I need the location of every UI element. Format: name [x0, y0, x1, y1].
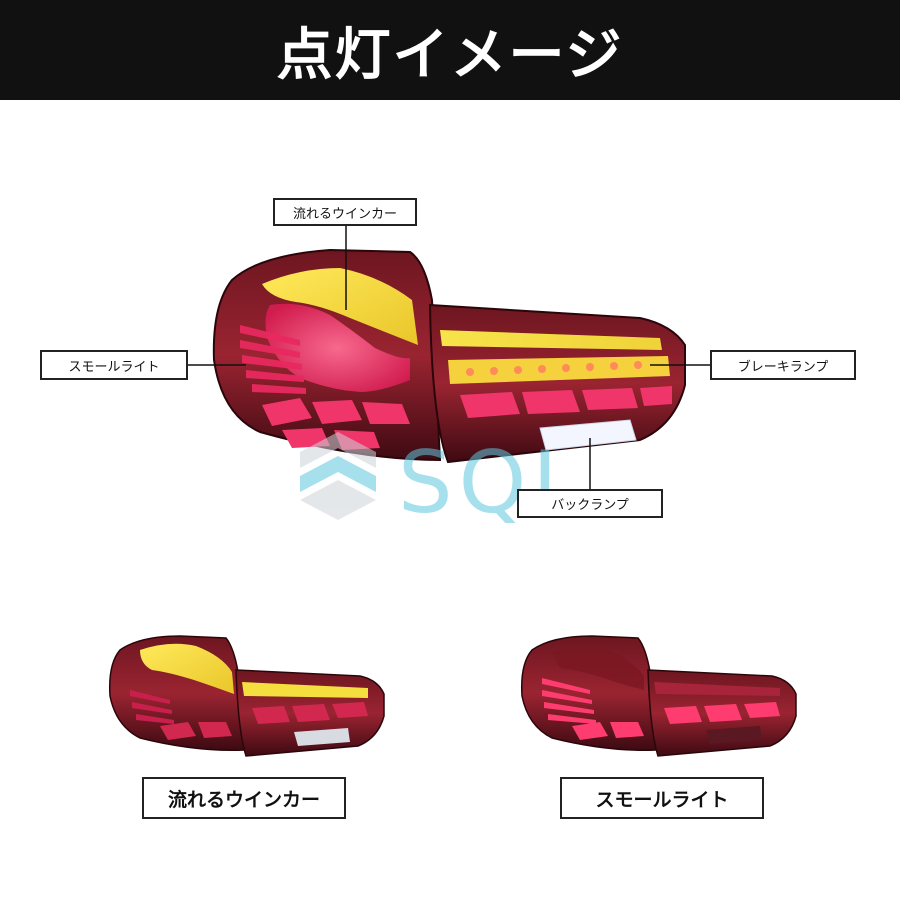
caption-small-light: スモールライト: [560, 777, 764, 819]
page-title: 点灯イメージ: [276, 22, 624, 88]
callout-leader-lines: [188, 226, 712, 490]
watermark-text: SQI: [398, 433, 564, 533]
main-pink-fins-trunk: [460, 386, 672, 418]
callout-back-lamp: バックランプ: [517, 489, 663, 518]
header-band: 点灯イメージ: [0, 0, 900, 100]
bl-reverse-lamp: [294, 728, 350, 746]
main-amber-bar: [440, 330, 662, 350]
bottom-left-lamp: [108, 635, 385, 757]
callout-turn-signal: 流れるウインカー: [273, 198, 417, 226]
main-reverse-lamp: [539, 419, 637, 451]
callout-brake-lamp: ブレーキランプ: [710, 350, 856, 380]
bl-amber-signal: [140, 643, 234, 694]
caption-turn-signal: 流れるウインカー: [142, 777, 346, 819]
main-brake-leds: [466, 361, 642, 376]
bl-amber-bar: [242, 682, 368, 698]
main-lamp: [212, 248, 686, 464]
callout-small-light: スモールライト: [40, 350, 188, 380]
br-red-bar: [654, 682, 780, 696]
main-amber-signal: [262, 268, 418, 345]
main-small-light-ribs: [240, 325, 306, 394]
bottom-right-lamp: [520, 635, 797, 757]
watermark-mark-icon: [300, 432, 376, 468]
